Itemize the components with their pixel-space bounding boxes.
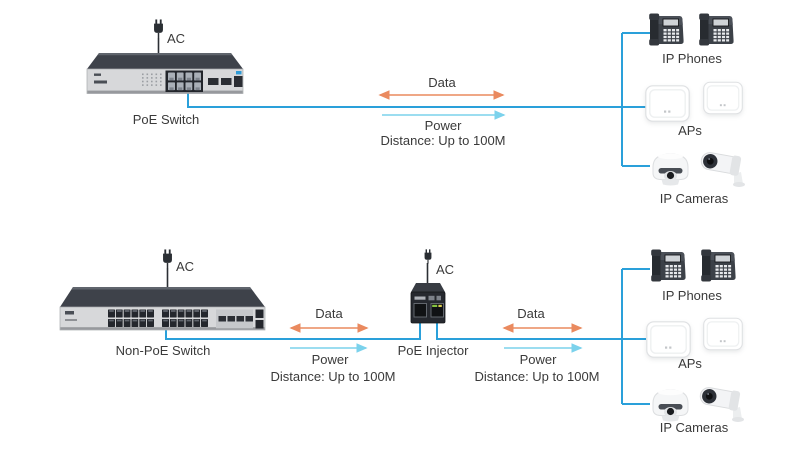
power-label-bottom-right: Power <box>519 352 557 367</box>
aps-label-bottom: APs <box>678 356 702 371</box>
poe-switch-8port-icon <box>85 52 245 97</box>
distance-label-bottom-right: Distance: Up to 100M <box>474 369 600 384</box>
cable-bottom-injector-to-devices <box>436 318 646 340</box>
ip-phones-label-top: IP Phones <box>662 51 722 66</box>
dome-camera-icon <box>647 387 694 424</box>
ac-label-injector: AC <box>436 262 455 277</box>
distance-label-top: Distance: Up to 100M <box>380 133 506 148</box>
bullet-camera-icon <box>698 149 748 189</box>
ip-phones-label-bottom: IP Phones <box>662 288 722 303</box>
cable-bottom-switch-to-injector <box>165 318 421 340</box>
data-label-top: Data <box>428 75 456 90</box>
distance-label-bottom-left: Distance: Up to 100M <box>270 369 396 384</box>
poe-injector-icon <box>408 280 448 326</box>
ac-label-top: AC <box>167 31 186 46</box>
non-poe-switch-label: Non-PoE Switch <box>115 343 211 358</box>
power-label-bottom-left: Power <box>311 352 349 367</box>
ac-plug-icon <box>152 19 165 39</box>
access-point-icon <box>645 85 690 122</box>
access-point-icon <box>646 321 691 358</box>
ac-plug-icon <box>423 249 433 264</box>
aps-label-top: APs <box>678 123 702 138</box>
dome-camera-icon <box>647 151 694 188</box>
ac-plug-icon <box>161 249 174 269</box>
bullet-camera-icon <box>697 384 747 424</box>
ip-phone-icon <box>650 249 686 282</box>
non-poe-switch-24port-icon <box>58 286 268 332</box>
power-label-top: Power <box>424 118 462 133</box>
ip-cameras-label-bottom: IP Cameras <box>659 420 729 435</box>
ac-label-bottom-switch: AC <box>176 259 195 274</box>
ip-phone-icon <box>700 249 736 282</box>
access-point-icon <box>703 81 743 115</box>
cable-top-switch-to-devices <box>187 93 646 108</box>
poe-switch-label: PoE Switch <box>132 112 200 127</box>
ip-phone-icon <box>698 13 734 46</box>
ip-cameras-label-top: IP Cameras <box>659 191 729 206</box>
data-label-bottom-left: Data <box>315 306 343 321</box>
poe-injector-label: PoE Injector <box>397 343 469 358</box>
ip-phone-icon <box>648 13 684 46</box>
data-label-bottom-right: Data <box>517 306 545 321</box>
access-point-icon <box>703 317 743 351</box>
